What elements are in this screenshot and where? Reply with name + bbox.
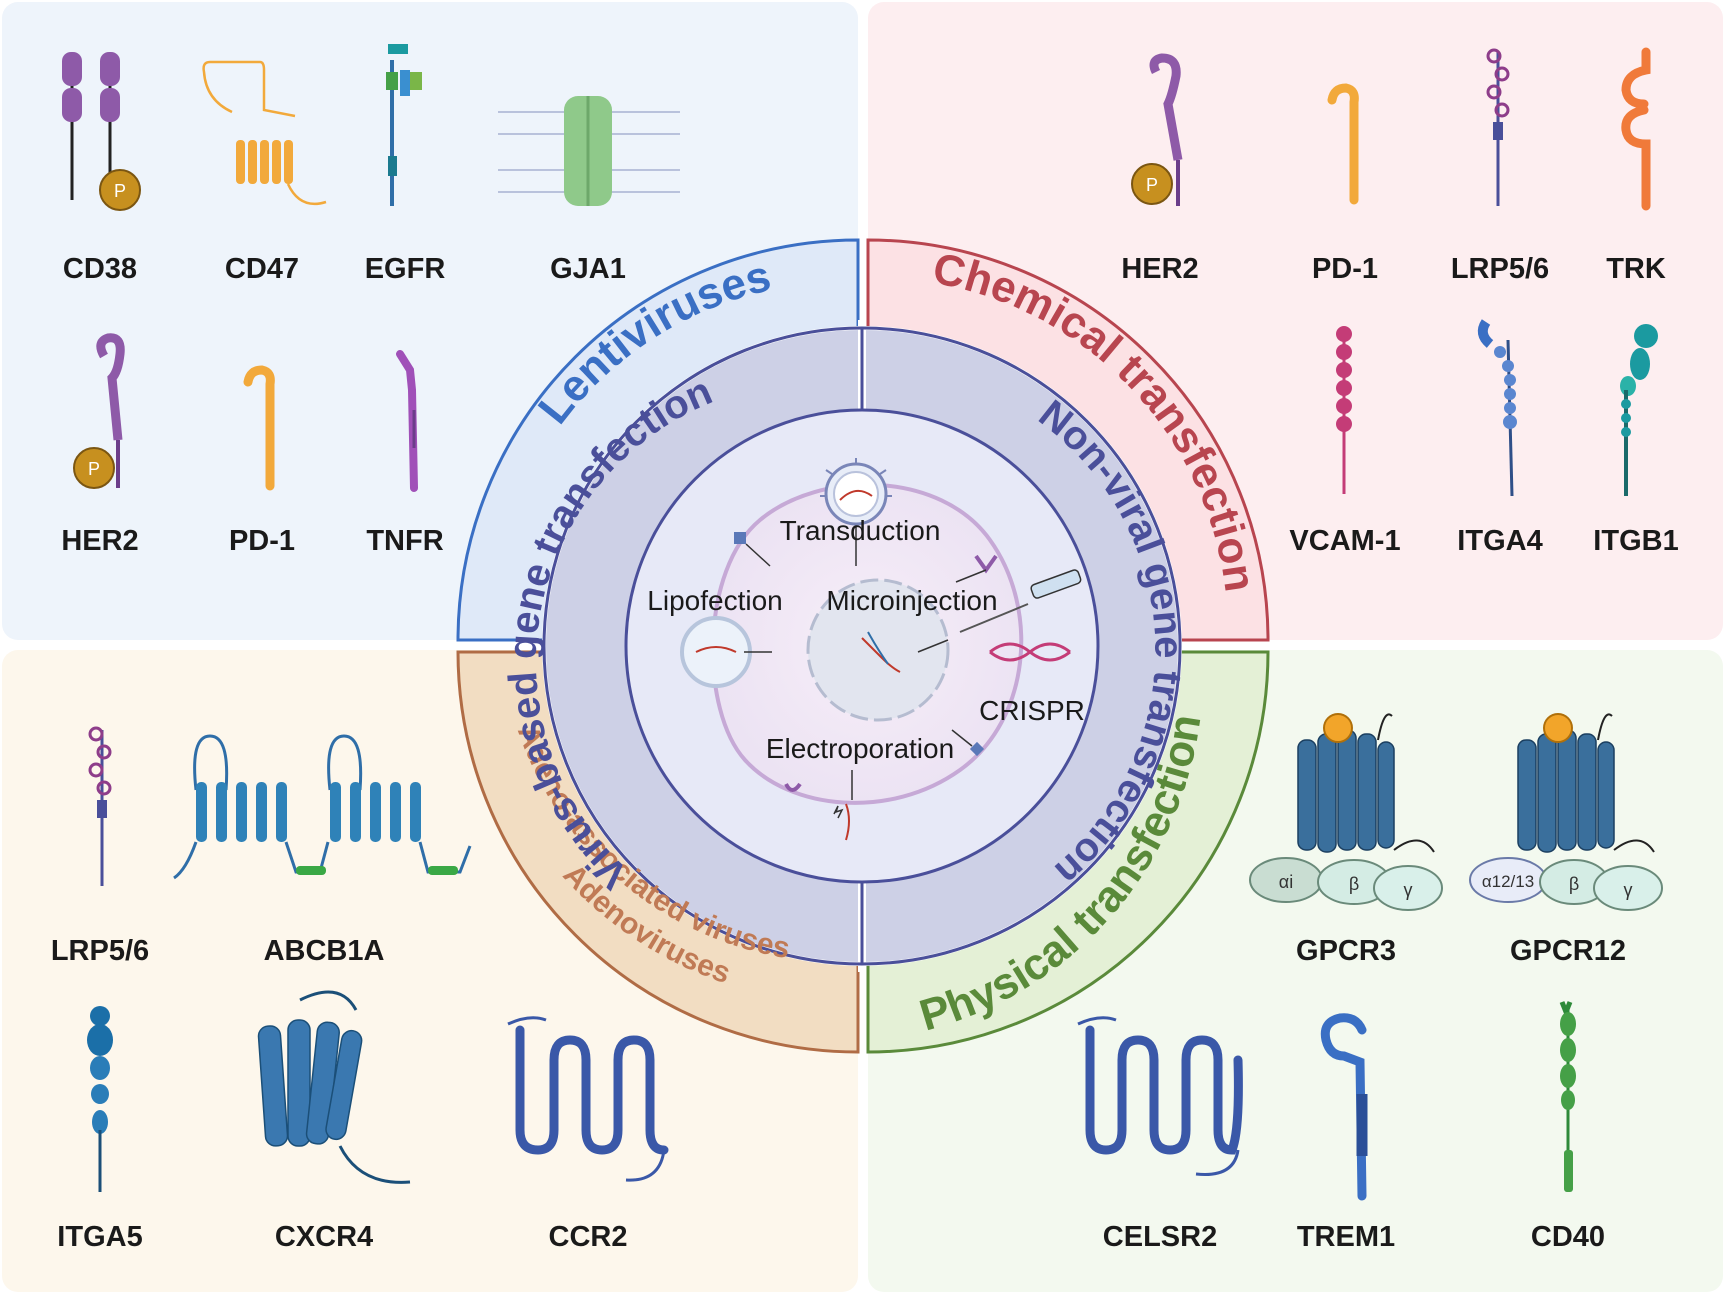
labels-bottom-right: GPCR3 GPCR12 CELSR2 TREM1 CD40: [1103, 935, 1626, 1253]
label-trk: TRK: [1606, 253, 1666, 285]
svg-text:P: P: [1146, 175, 1158, 195]
gpcr12-subunit-gamma: γ: [1624, 880, 1633, 900]
receptor-ccr2-icon: [507, 1016, 669, 1182]
receptor-lrp56-right-icon: [1486, 48, 1510, 206]
receptor-gja1-icon: [498, 96, 680, 206]
label-abcb1a: ABCB1A: [264, 935, 385, 967]
gpcr3-subunit-beta: β: [1349, 874, 1359, 894]
label-cxcr4: CXCR4: [275, 1221, 373, 1253]
svg-text:P: P: [88, 459, 100, 479]
gpcr3-subunit-gamma: γ: [1404, 880, 1413, 900]
receptor-cd40-icon: [1559, 1001, 1576, 1192]
label-microinjection: Microinjection: [826, 585, 997, 616]
receptor-her2-left-icon: P: [73, 333, 125, 489]
label-gja1: GJA1: [550, 253, 626, 285]
receptor-cd38-icon: P: [62, 52, 141, 211]
svg-text:P: P: [114, 181, 126, 201]
cell-illustration: [680, 458, 1082, 841]
label-lrp56-left: LRP5/6: [51, 935, 149, 967]
label-gpcr12: GPCR12: [1510, 935, 1626, 967]
label-crispr: CRISPR: [979, 695, 1085, 726]
label-trem1: TREM1: [1297, 1221, 1395, 1253]
receptor-gpcr3-icon: αi β γ: [1249, 713, 1443, 911]
receptor-pd1-left-icon: [243, 365, 275, 491]
receptor-trk-icon: [1621, 47, 1651, 211]
label-itga4: ITGA4: [1457, 525, 1542, 557]
receptor-itga4-icon: [1477, 319, 1517, 497]
receptor-lrp56-left-icon: [88, 726, 112, 886]
labels-top-left: CD38 CD47 EGFR GJA1 HER2 PD-1 TNFR: [61, 253, 626, 557]
gpcr12-subunit-beta: β: [1569, 874, 1579, 894]
label-cd47: CD47: [225, 253, 299, 285]
label-egfr: EGFR: [365, 253, 446, 285]
receptor-egfr-icon: [386, 44, 422, 206]
label-pd1-right: PD-1: [1312, 253, 1378, 285]
label-transduction: Transduction: [780, 515, 941, 546]
receptor-gpcr12-icon: α12/13 β γ: [1469, 713, 1663, 911]
gpcr12-subunit-alpha: α12/13: [1482, 872, 1534, 891]
label-pd1-left: PD-1: [229, 525, 295, 557]
receptor-tnfr-icon: [396, 350, 418, 492]
label-tnfr: TNFR: [366, 525, 443, 557]
receptor-celsr2-icon: [1077, 1016, 1243, 1176]
labels-top-right: HER2 PD-1 LRP5/6 TRK VCAM-1 ITGA4 ITGB1: [1121, 253, 1678, 557]
label-her2-right: HER2: [1121, 253, 1198, 285]
label-cd38: CD38: [63, 253, 137, 285]
gpcr3-subunit-alpha: αi: [1279, 872, 1293, 892]
receptor-cxcr4-icon: [257, 990, 411, 1184]
receptor-vcam1-icon: [1336, 326, 1352, 494]
label-vcam1: VCAM-1: [1289, 525, 1400, 557]
label-ccr2: CCR2: [549, 1221, 628, 1253]
label-itgb1: ITGB1: [1593, 525, 1678, 557]
label-gpcr3: GPCR3: [1296, 935, 1396, 967]
label-her2-left: HER2: [61, 525, 138, 557]
label-lipofection: Lipofection: [647, 585, 782, 616]
label-electroporation: Electroporation: [766, 733, 954, 764]
receptor-abcb1a-icon: [173, 734, 472, 880]
label-lrp56-right: LRP5/6: [1451, 253, 1549, 285]
labels-bottom-left: LRP5/6 ABCB1A ITGA5 CXCR4 CCR2: [51, 935, 628, 1253]
label-cd40: CD40: [1531, 1221, 1605, 1253]
label-itga5: ITGA5: [57, 1221, 142, 1253]
receptor-pd1-right-icon: [1327, 83, 1359, 205]
receptor-trem1-icon: [1320, 1013, 1368, 1201]
receptor-itga5-icon: [87, 1006, 113, 1192]
receptor-her2-right-icon: P: [1131, 53, 1183, 206]
receptor-itgb1-icon: [1620, 324, 1658, 496]
label-celsr2: CELSR2: [1103, 1221, 1217, 1253]
receptor-cd47-icon: [202, 60, 327, 206]
